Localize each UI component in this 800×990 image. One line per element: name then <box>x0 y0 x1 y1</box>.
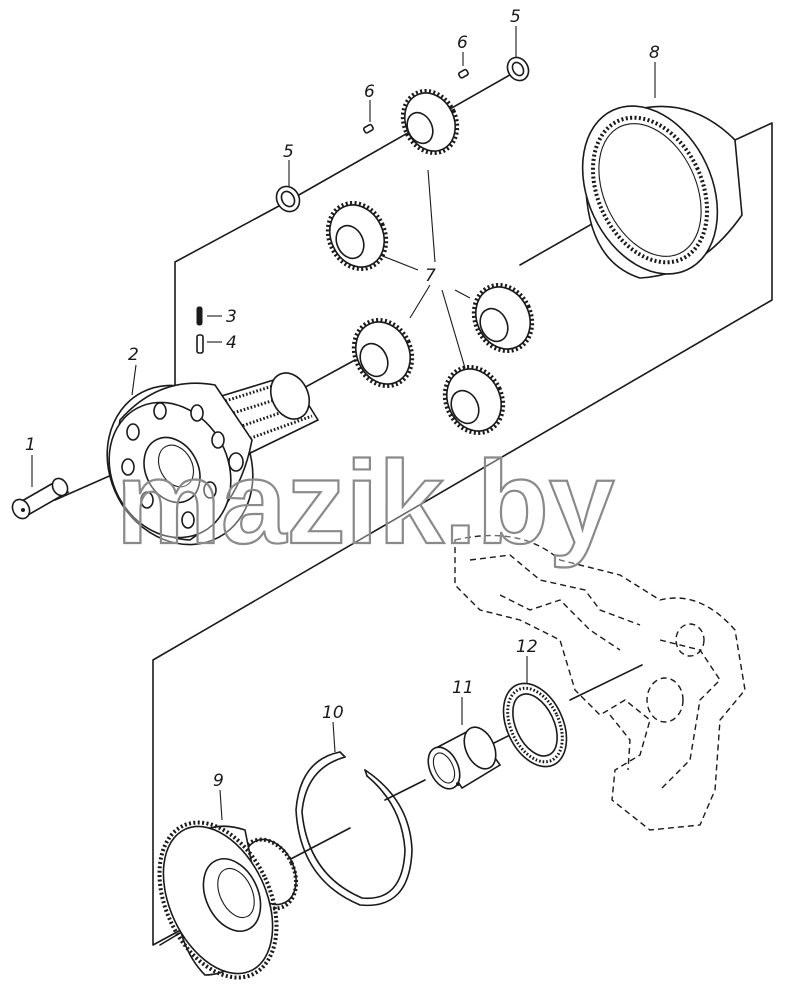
part-3-pin <box>196 306 203 326</box>
part-9-gear-hub <box>157 820 299 980</box>
part-5-snap-ring-lower <box>275 185 301 213</box>
part-6-pin-lower <box>362 123 374 134</box>
part-7-planet-gear-middle <box>351 317 415 389</box>
part-7-planet-gear-bottom <box>442 364 506 436</box>
callout-10: 10 <box>322 703 344 723</box>
callout-12: 12 <box>516 637 538 657</box>
part-7-planet-gear-upper-left <box>325 200 389 272</box>
part-4-sleeve <box>196 334 204 354</box>
callout-7: 7 <box>425 266 436 286</box>
part-7-planet-gear-right <box>471 282 535 354</box>
callout-6-upper: 6 <box>457 33 468 53</box>
part-8-ring-gear <box>581 105 743 279</box>
callout-11: 11 <box>452 678 474 698</box>
housing-outline-dashed <box>454 534 746 831</box>
callout-5-upper: 5 <box>510 7 521 27</box>
callout-3: 3 <box>226 307 237 327</box>
callout-4: 4 <box>226 333 237 353</box>
callout-9: 9 <box>213 771 224 791</box>
part-12-thrust-washer <box>502 682 568 768</box>
part-7-planet-gear-top <box>400 88 460 156</box>
callout-8: 8 <box>649 43 660 63</box>
part-11-bushing <box>427 726 502 790</box>
axis-lines <box>54 169 656 946</box>
callout-2: 2 <box>128 345 139 365</box>
part-5-snap-ring-upper <box>506 56 530 82</box>
callout-5-lower: 5 <box>283 142 294 162</box>
callout-6-lower: 6 <box>364 82 375 102</box>
callout-numbers: 1 2 3 4 5 5 6 6 7 8 9 10 11 12 <box>25 7 660 791</box>
watermark-text: mazik.by <box>116 437 614 569</box>
part-6-pin-upper <box>457 68 469 79</box>
part-1-pin <box>11 477 70 520</box>
assembly-frame <box>152 71 773 946</box>
part-10-snap-ring <box>295 751 413 907</box>
callout-1: 1 <box>25 435 36 455</box>
callout-leaders <box>31 26 656 821</box>
part-2-planet-carrier <box>106 372 320 546</box>
